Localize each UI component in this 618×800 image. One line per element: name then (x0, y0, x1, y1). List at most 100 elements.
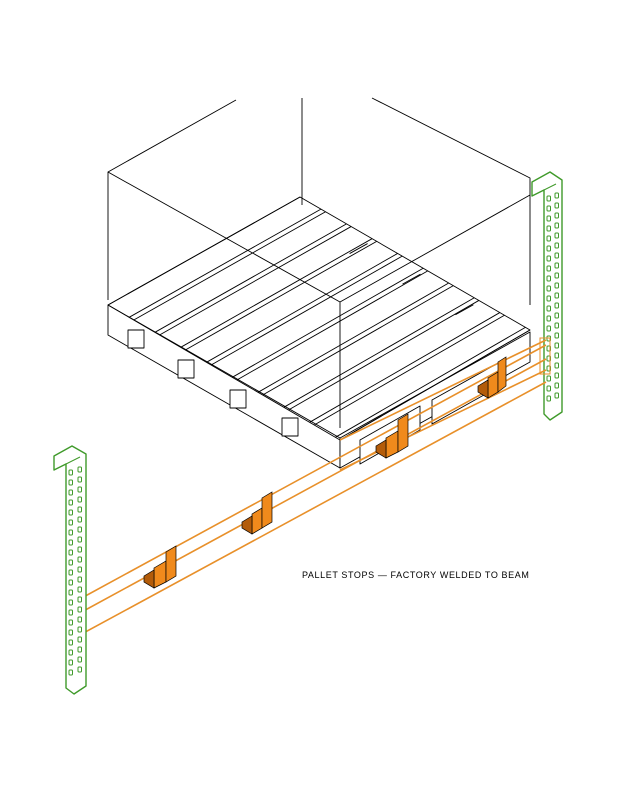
upright-slot (546, 275, 551, 282)
upright-slot (554, 192, 559, 199)
upright-slot (68, 669, 73, 676)
deck-board-gap (309, 312, 501, 423)
upright-slot (77, 526, 82, 533)
deck-board-edge (159, 226, 352, 336)
upright-slot (77, 486, 82, 493)
upright-slot (546, 265, 551, 272)
upright-slot (77, 656, 82, 663)
pallet-stop (241, 491, 273, 535)
upright-slot (554, 252, 559, 259)
stringer-hint (349, 243, 368, 254)
deck-board-gap (257, 282, 449, 393)
upright-slot (68, 589, 73, 596)
upright-slot (77, 556, 82, 563)
upright-slot (68, 629, 73, 636)
upright-slot (68, 549, 73, 556)
upright-slot (554, 272, 559, 279)
upright-slot (68, 639, 73, 646)
upright-slot (554, 262, 559, 269)
deck-board-edge (133, 211, 326, 321)
upright-slot (546, 385, 551, 392)
upright-slot (546, 245, 551, 252)
upright-slot (68, 579, 73, 586)
pallet-stop (375, 413, 409, 459)
upright-slot (554, 312, 559, 319)
upright-slot (546, 215, 551, 222)
pallet-stop (143, 545, 177, 589)
upright-slot (68, 479, 73, 486)
upright-slot (68, 529, 73, 536)
upright-slot (68, 649, 73, 656)
upright-slot (546, 285, 551, 292)
deck-board-edge (288, 300, 480, 411)
upright-slot (77, 496, 82, 503)
upright-slot (554, 282, 559, 289)
upright-slot (546, 375, 551, 382)
upright-slot (546, 295, 551, 302)
upright-slot (77, 466, 82, 473)
upright-slot (546, 205, 551, 212)
upright-slot (554, 352, 559, 359)
upright-slot (77, 616, 82, 623)
upright-slot (546, 325, 551, 332)
pallet-stop (477, 356, 507, 399)
deck-board-edge (262, 285, 454, 396)
upright-slot (554, 202, 559, 209)
front-upright-slots (68, 466, 82, 676)
upright-slot (77, 606, 82, 613)
upright-slot (77, 666, 82, 673)
deck-board-gap (206, 253, 398, 363)
upright-slot (554, 382, 559, 389)
upright-slot (546, 225, 551, 232)
upright-slot (68, 519, 73, 526)
upright-slot (68, 539, 73, 546)
upright-slot (68, 499, 73, 506)
deck-board-edge (236, 270, 429, 381)
upright-slot (68, 489, 73, 496)
upright-slot (77, 536, 82, 543)
upright-slot (546, 395, 551, 402)
deck-board-edge (210, 255, 403, 366)
deck-board-gap (128, 208, 322, 318)
upright-slot (546, 195, 551, 202)
upright-slot (68, 469, 73, 476)
upright-slot (554, 392, 559, 399)
upright-slot (77, 626, 82, 633)
upright-slot (77, 646, 82, 653)
deck-board-gap (154, 223, 347, 333)
front-upright (53, 445, 87, 695)
upright-slot (554, 342, 559, 349)
stringer-hint (402, 273, 421, 285)
upright-slot (77, 586, 82, 593)
rear-upright (531, 171, 563, 421)
upright-slot (554, 362, 559, 369)
upright-slot (77, 516, 82, 523)
upright-slot (554, 372, 559, 379)
deck-board-gap (180, 238, 373, 348)
pallet-stops-caption: PALLET STOPS — FACTORY WELDED TO BEAM (302, 570, 530, 580)
upright-slot (77, 576, 82, 583)
load-envelope (107, 97, 531, 428)
upright-slot (546, 255, 551, 262)
upright-slot (77, 546, 82, 553)
upright-slot (77, 506, 82, 513)
upright-slot (68, 559, 73, 566)
stringer-hint (455, 304, 474, 316)
upright-slot (77, 566, 82, 573)
upright-slot (68, 569, 73, 576)
upright-slot (554, 212, 559, 219)
upright-slot (554, 232, 559, 239)
deck-board-gap (283, 297, 475, 408)
upright-slot (546, 305, 551, 312)
deck-board-gap (335, 326, 526, 438)
upright-slot (554, 242, 559, 249)
upright-slot (68, 509, 73, 516)
upright-slot (554, 292, 559, 299)
upright-slot (68, 609, 73, 616)
deck-board-gap (232, 267, 424, 378)
upright-slot (68, 659, 73, 666)
upright-slot (77, 636, 82, 643)
upright-slot (68, 599, 73, 606)
deck-board-edge (313, 314, 505, 426)
